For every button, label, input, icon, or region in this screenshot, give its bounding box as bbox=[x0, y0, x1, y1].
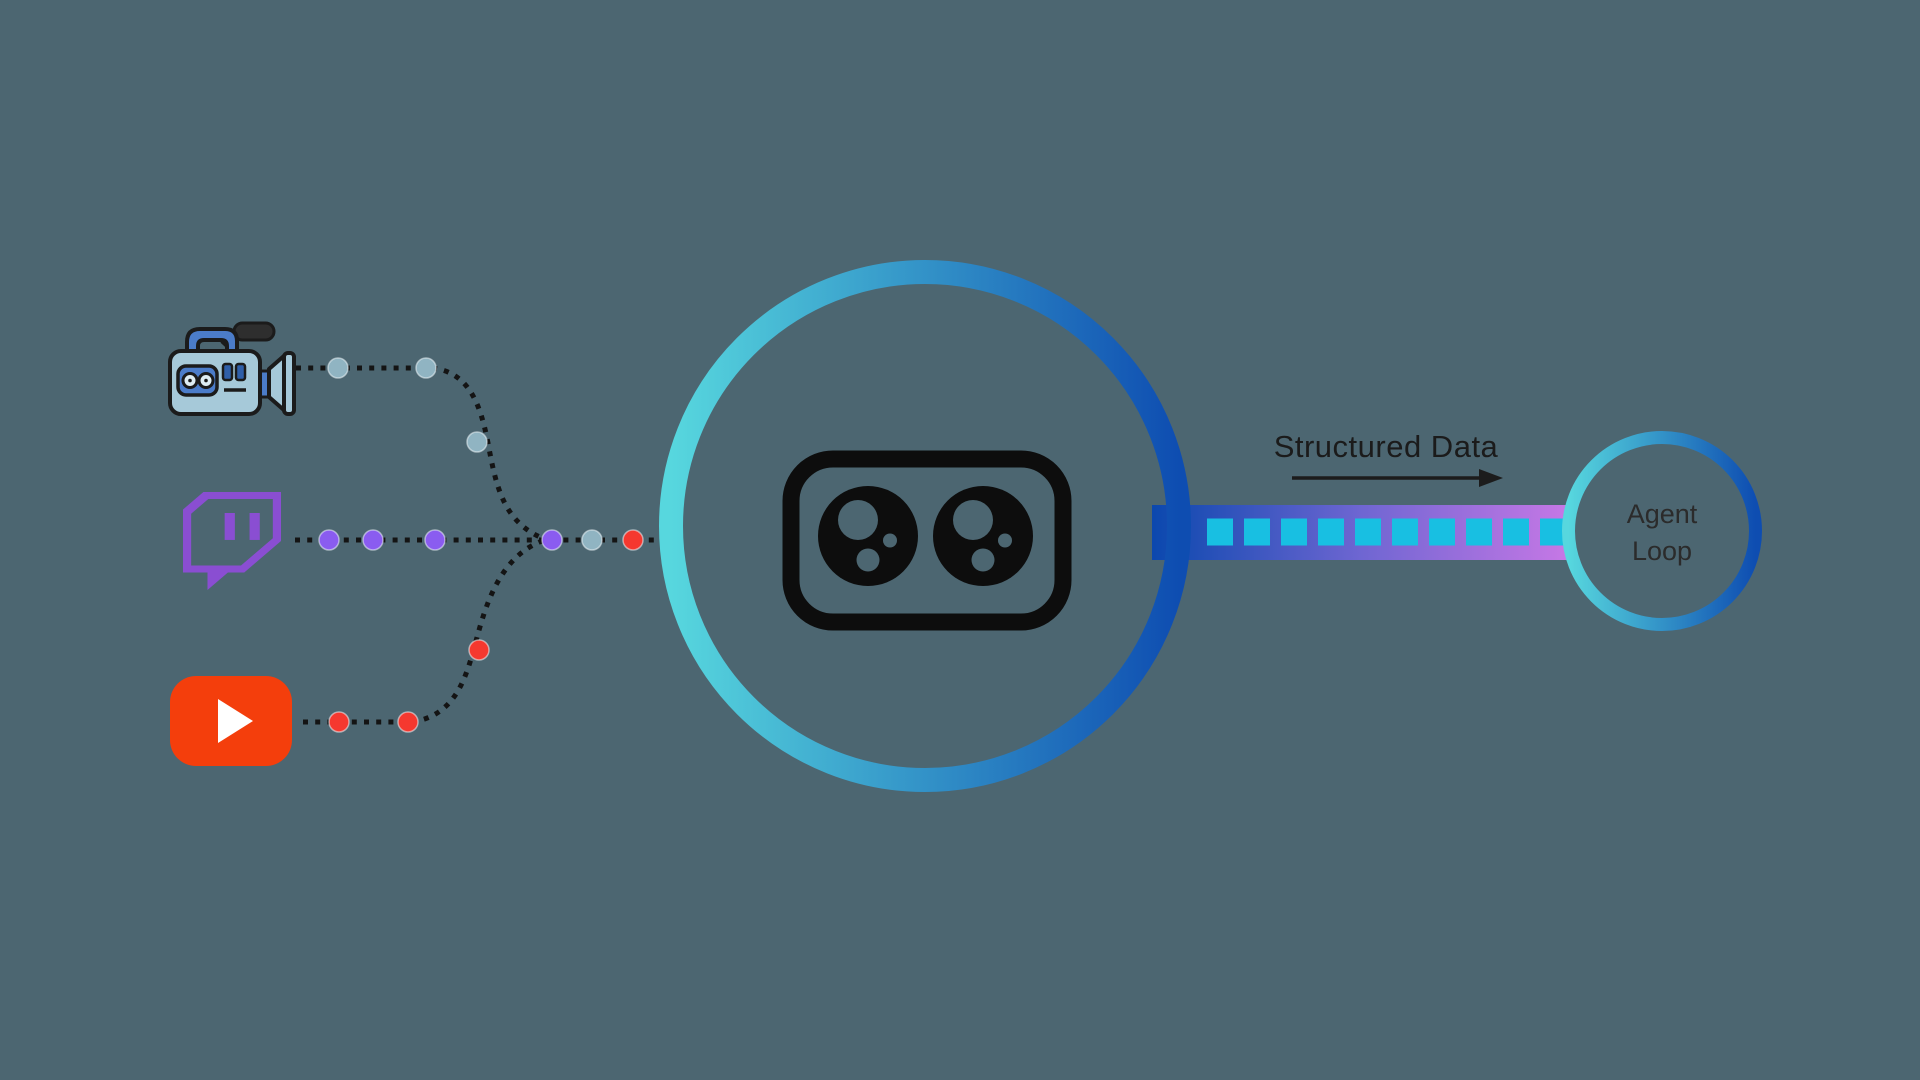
pipe-dash bbox=[1281, 518, 1307, 546]
video-camera-icon bbox=[168, 321, 296, 416]
structured-data-label: Structured Data bbox=[1273, 429, 1499, 464]
camera-handle bbox=[185, 327, 239, 356]
data-dot-purple bbox=[424, 529, 446, 551]
youtube-play-icon bbox=[218, 699, 253, 743]
pipe-dash bbox=[1244, 518, 1270, 546]
data-dot-blue bbox=[327, 357, 349, 379]
pipe-dash bbox=[1392, 518, 1418, 546]
data-dot-blue bbox=[466, 431, 488, 453]
dotted-paths bbox=[295, 365, 656, 725]
agent-loop-label-line1: Agent bbox=[1626, 499, 1698, 529]
path-camera-curve bbox=[431, 365, 544, 541]
agent-loop-label: Agent Loop bbox=[1594, 496, 1730, 570]
pipe-dash bbox=[1466, 518, 1492, 546]
data-dot-red bbox=[468, 639, 490, 661]
data-dot-red bbox=[397, 711, 419, 733]
youtube-icon bbox=[170, 676, 292, 766]
data-dot-blue bbox=[415, 357, 437, 379]
camera-button bbox=[234, 362, 247, 382]
pipe-dashes bbox=[1207, 518, 1566, 546]
camera-button bbox=[221, 362, 234, 382]
data-dots bbox=[318, 357, 644, 733]
data-dot-blue bbox=[581, 529, 603, 551]
pipe-dash bbox=[1540, 518, 1566, 546]
pipe-dash bbox=[1207, 518, 1233, 546]
twitch-bar bbox=[224, 513, 235, 540]
data-dot-red bbox=[622, 529, 644, 551]
camera-lens-plate bbox=[282, 351, 296, 416]
camera-mic bbox=[232, 321, 276, 342]
pipe-dash bbox=[1318, 518, 1344, 546]
pipe-dash bbox=[1355, 518, 1381, 546]
data-dot-red bbox=[328, 711, 350, 733]
processor-ring bbox=[659, 260, 1191, 792]
pipe-dash bbox=[1429, 518, 1455, 546]
pipe-dash bbox=[1503, 518, 1529, 546]
agent-loop-label-line2: Loop bbox=[1631, 536, 1693, 566]
vision-goggles-icon bbox=[782, 450, 1072, 631]
agent-loop-ring bbox=[1562, 431, 1762, 631]
twitch-bar bbox=[249, 513, 260, 540]
data-dot-purple bbox=[362, 529, 384, 551]
data-dot-purple bbox=[318, 529, 340, 551]
flow-arrow bbox=[1292, 469, 1503, 487]
path-youtube-curve bbox=[411, 538, 543, 725]
data-dot-purple bbox=[541, 529, 563, 551]
twitch-icon bbox=[183, 492, 281, 590]
